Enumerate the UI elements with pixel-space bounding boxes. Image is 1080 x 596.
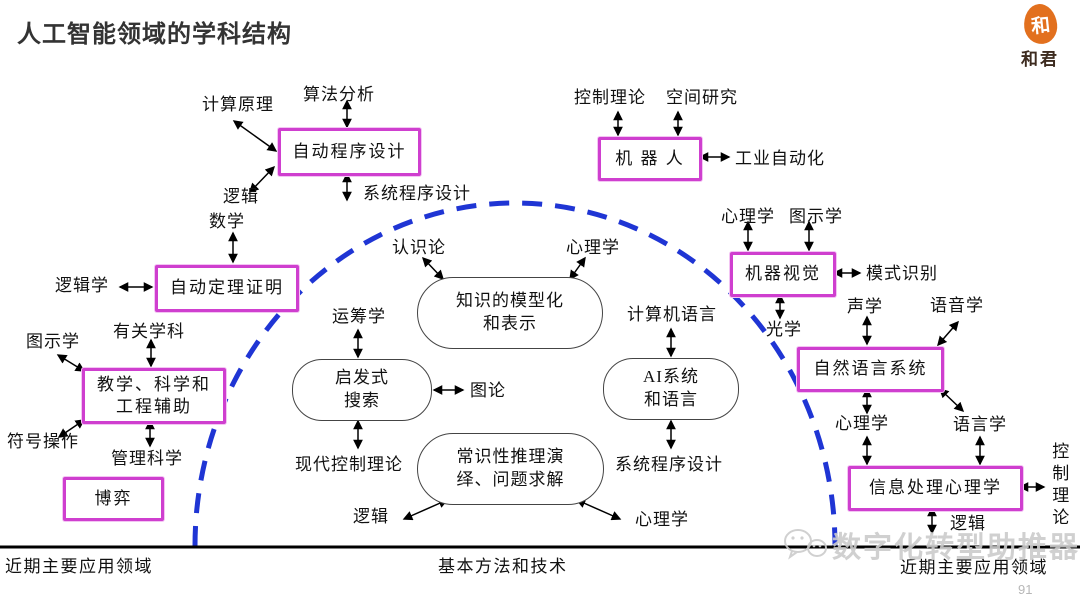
box-game-playing: 博弈 — [63, 477, 164, 521]
discipline-label: 系统程序设计 — [615, 455, 723, 474]
discipline-label: 系统程序设计 — [363, 184, 471, 203]
discipline-label: 控制理论 — [574, 88, 646, 107]
discipline-label: 符号操作 — [7, 432, 79, 451]
discipline-label: 现代控制理论 — [295, 455, 403, 474]
discipline-label: 运筹学 — [332, 307, 386, 326]
discipline-label: 逻辑学 — [55, 276, 109, 295]
discipline-label: 语音学 — [930, 296, 984, 315]
box-theorem-proving: 自动定理证明 — [155, 265, 299, 312]
hejun-logo-text: 和君 — [1021, 50, 1059, 69]
discipline-label: 心理学 — [721, 207, 775, 226]
discipline-label: 图论 — [470, 381, 506, 400]
box-info-processing-psychology: 信息处理心理学 — [848, 466, 1023, 511]
discipline-label: 逻辑 — [950, 514, 986, 533]
page-title: 人工智能领域的学科结构 — [17, 21, 292, 48]
region-label-applications-left: 近期主要应用领域 — [5, 557, 153, 576]
discipline-label: 算法分析 — [303, 85, 375, 104]
ellipse-knowledge-modeling: 知识的模型化 和表示 — [417, 277, 603, 349]
discipline-label: 计算原理 — [202, 95, 274, 114]
ellipse-commonsense-reasoning: 常识性推理演 绎、问题求解 — [417, 433, 604, 505]
page-number: 91 — [1018, 582, 1033, 596]
watermark: 数字化转型助推器 — [782, 524, 1080, 566]
box-education-science-engineering-aid: 教学、科学和 工程辅助 — [82, 368, 226, 424]
discipline-label: 图示学 — [789, 207, 843, 226]
discipline-label: 心理学 — [835, 414, 889, 433]
box-auto-programming: 自动程序设计 — [278, 128, 421, 176]
region-label-methods: 基本方法和技术 — [438, 557, 568, 576]
discipline-label: 心理学 — [635, 510, 689, 529]
box-robot: 机 器 人 — [598, 137, 702, 181]
discipline-label: 语言学 — [953, 415, 1007, 434]
discipline-label: 数学 — [209, 212, 245, 231]
box-machine-vision: 机器视觉 — [730, 252, 836, 297]
hejun-seal-icon: 和 — [1021, 2, 1059, 46]
ellipse-heuristic-search: 启发式 搜索 — [292, 359, 432, 421]
arrows — [56, 99, 1046, 535]
discipline-label: 光学 — [766, 320, 802, 339]
application-method-divider-arc — [192, 200, 838, 547]
discipline-label: 声学 — [847, 297, 883, 316]
discipline-label: 图示学 — [26, 332, 80, 351]
discipline-label: 模式识别 — [866, 264, 938, 283]
discipline-label: 心理学 — [566, 238, 620, 257]
discipline-label: 逻辑 — [223, 187, 259, 206]
discipline-label: 计算机语言 — [627, 305, 717, 324]
discipline-label: 工业自动化 — [735, 149, 825, 168]
discipline-label: 控制理论 — [1049, 442, 1069, 530]
ellipse-ai-systems-languages: AI系统 和语言 — [603, 358, 739, 420]
box-natural-language-systems: 自然语言系统 — [797, 347, 944, 392]
discipline-label: 有关学科 — [113, 322, 185, 341]
hejun-logo: 和 和君 — [1012, 2, 1068, 70]
region-label-applications-right: 近期主要应用领域 — [900, 558, 1048, 577]
discipline-label: 认识论 — [392, 238, 446, 257]
watermark-text: 数字化转型助推器 — [832, 532, 1080, 564]
discipline-label: 空间研究 — [666, 88, 738, 107]
discipline-label: 管理科学 — [111, 449, 183, 468]
discipline-label: 逻辑 — [353, 507, 389, 526]
wechat-icon — [784, 529, 827, 560]
